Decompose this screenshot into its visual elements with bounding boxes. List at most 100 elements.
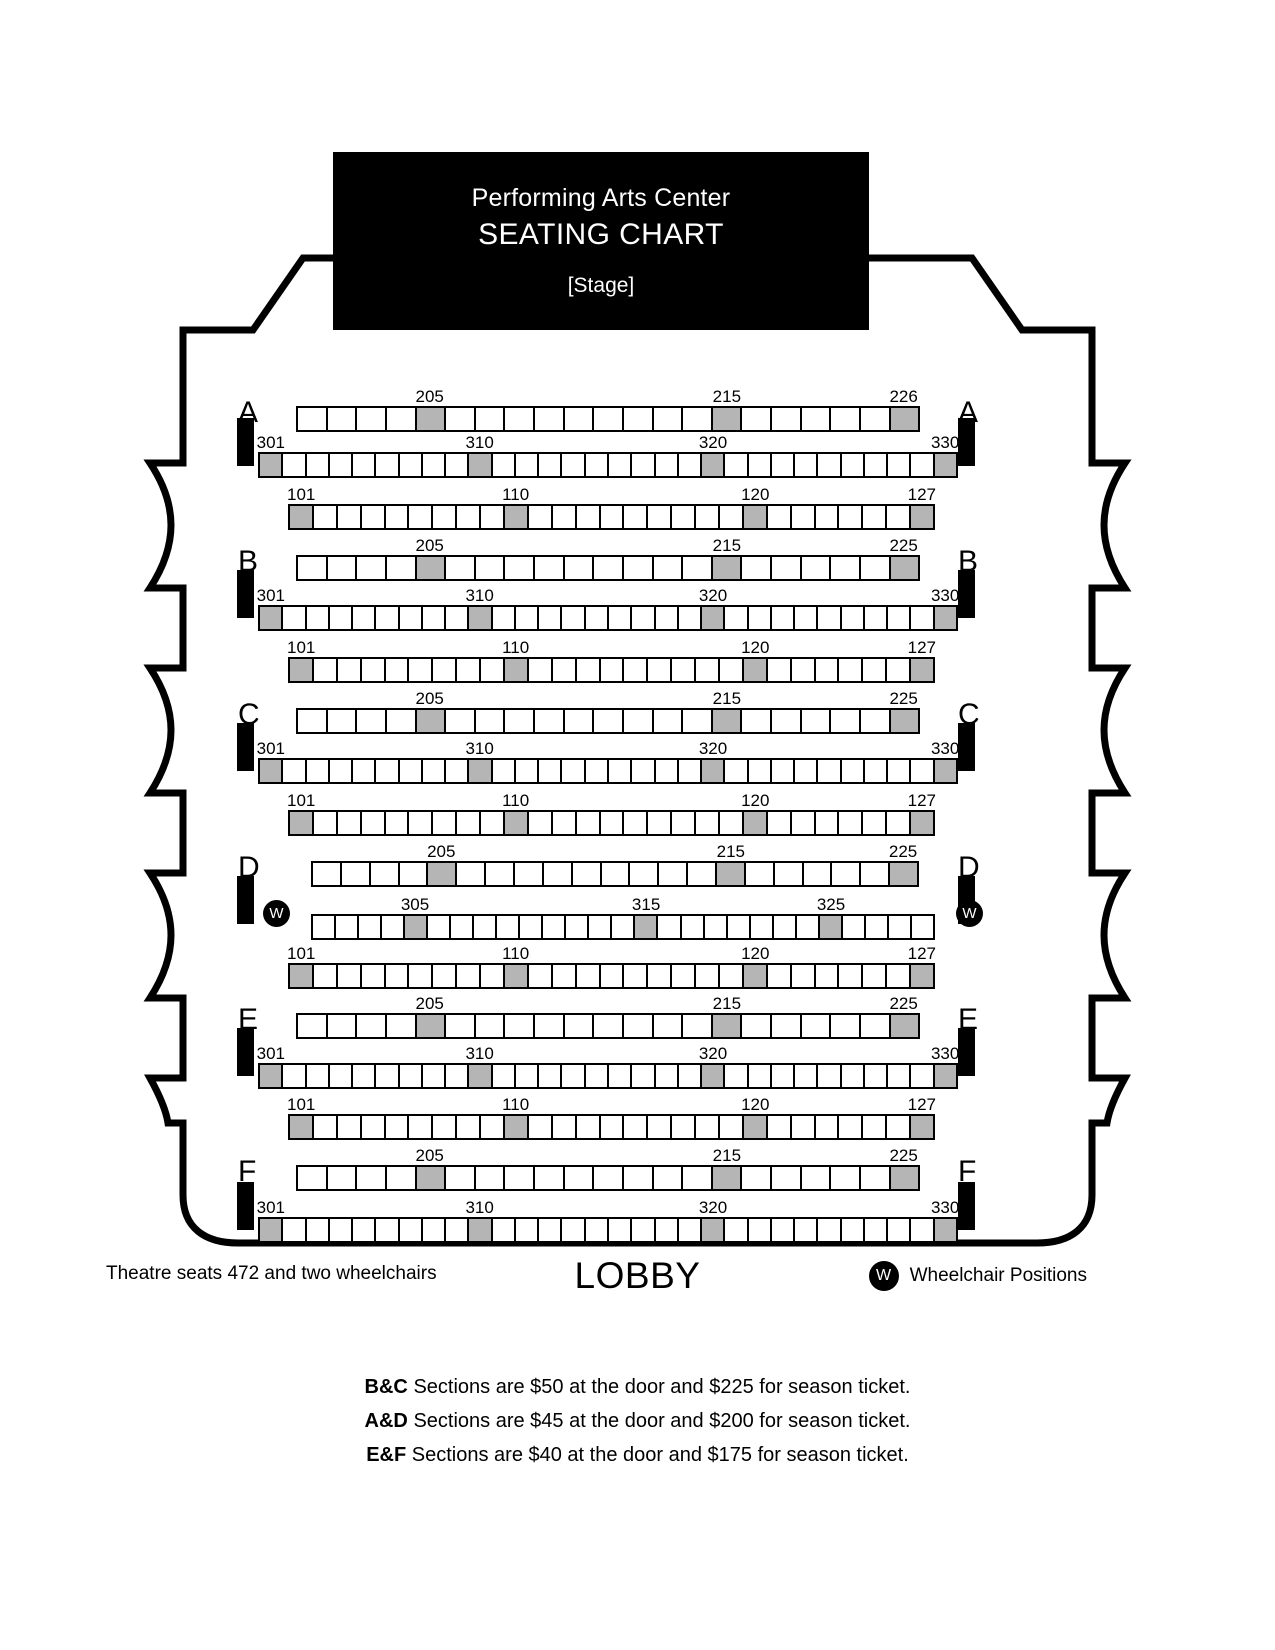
seat[interactable] (446, 607, 470, 629)
seat[interactable] (672, 506, 697, 528)
seat[interactable] (911, 916, 933, 938)
seat[interactable] (608, 1065, 633, 1087)
seat-marked[interactable] (416, 710, 447, 732)
seat[interactable] (772, 1015, 802, 1037)
seat[interactable] (815, 965, 840, 987)
seat[interactable] (601, 863, 631, 885)
seat-marked[interactable] (416, 1015, 447, 1037)
seat[interactable] (357, 710, 387, 732)
seat[interactable] (298, 557, 328, 579)
seat[interactable] (585, 607, 609, 629)
seat[interactable] (543, 916, 567, 938)
seat[interactable] (772, 710, 802, 732)
seat[interactable] (385, 659, 410, 681)
seat-marked[interactable] (405, 916, 429, 938)
seat[interactable] (887, 812, 912, 834)
seat[interactable] (655, 1219, 679, 1241)
seat-marked[interactable] (469, 760, 493, 782)
seat[interactable] (683, 710, 713, 732)
seat[interactable] (539, 607, 563, 629)
seat[interactable] (696, 812, 721, 834)
seat[interactable] (422, 1065, 447, 1087)
seat[interactable] (528, 659, 553, 681)
seat[interactable] (748, 760, 772, 782)
seat[interactable] (446, 408, 476, 430)
seat[interactable] (632, 760, 656, 782)
seat[interactable] (576, 1116, 601, 1138)
seat[interactable] (539, 1065, 563, 1087)
seat[interactable] (911, 1065, 935, 1087)
seat-marked[interactable] (290, 812, 314, 834)
seat[interactable] (911, 760, 935, 782)
seat[interactable] (475, 1167, 506, 1189)
seat[interactable] (683, 1015, 713, 1037)
seat[interactable] (864, 454, 889, 476)
seat[interactable] (860, 408, 891, 430)
seat[interactable] (888, 760, 912, 782)
seat[interactable] (528, 965, 553, 987)
seat[interactable] (457, 659, 482, 681)
seat[interactable] (492, 1065, 516, 1087)
seat[interactable] (773, 916, 797, 938)
seat-marked[interactable] (505, 1116, 529, 1138)
seat[interactable] (283, 760, 307, 782)
seat[interactable] (841, 607, 865, 629)
seat[interactable] (608, 760, 633, 782)
seat[interactable] (376, 454, 400, 476)
seat[interactable] (298, 710, 328, 732)
seat-marked[interactable] (469, 607, 493, 629)
seat[interactable] (818, 454, 842, 476)
seat[interactable] (632, 1219, 656, 1241)
seat[interactable] (515, 1065, 540, 1087)
seat[interactable] (672, 1116, 697, 1138)
seat[interactable] (653, 1167, 684, 1189)
seat[interactable] (655, 607, 679, 629)
seat[interactable] (632, 1065, 656, 1087)
seat[interactable] (539, 760, 563, 782)
seat-marked[interactable] (260, 760, 284, 782)
seat-marked[interactable] (717, 863, 746, 885)
seat[interactable] (888, 1219, 912, 1241)
seat-marked[interactable] (702, 760, 726, 782)
seat[interactable] (386, 710, 417, 732)
seat[interactable] (361, 1116, 386, 1138)
seat-marked[interactable] (890, 863, 918, 885)
seat[interactable] (623, 1167, 654, 1189)
seat[interactable] (771, 1219, 796, 1241)
seat[interactable] (337, 659, 362, 681)
seat-marked[interactable] (890, 1015, 919, 1037)
seat-marked[interactable] (290, 965, 314, 987)
seat[interactable] (515, 454, 540, 476)
seat[interactable] (552, 659, 577, 681)
seat[interactable] (562, 1219, 586, 1241)
seat-marked[interactable] (911, 659, 934, 681)
seat[interactable] (860, 1015, 891, 1037)
seat[interactable] (887, 1116, 912, 1138)
seat[interactable] (505, 557, 535, 579)
seat[interactable] (678, 1219, 703, 1241)
seat[interactable] (678, 454, 703, 476)
seat[interactable] (399, 1065, 423, 1087)
seat[interactable] (704, 916, 728, 938)
seat[interactable] (433, 506, 458, 528)
seat[interactable] (624, 506, 649, 528)
seat[interactable] (818, 1065, 842, 1087)
seat[interactable] (385, 1116, 410, 1138)
seat[interactable] (353, 454, 377, 476)
seat-marked[interactable] (743, 506, 768, 528)
seat[interactable] (535, 710, 565, 732)
seat[interactable] (585, 760, 609, 782)
seat[interactable] (552, 506, 577, 528)
seat[interactable] (772, 1167, 802, 1189)
seat-marked[interactable] (505, 506, 529, 528)
seat-marked[interactable] (934, 1219, 956, 1241)
seat[interactable] (376, 607, 400, 629)
seat[interactable] (608, 607, 633, 629)
seat[interactable] (562, 607, 586, 629)
seat[interactable] (801, 710, 832, 732)
seat[interactable] (376, 1065, 400, 1087)
seat[interactable] (329, 454, 354, 476)
seat[interactable] (648, 659, 673, 681)
seat[interactable] (298, 1015, 328, 1037)
seat[interactable] (888, 607, 912, 629)
